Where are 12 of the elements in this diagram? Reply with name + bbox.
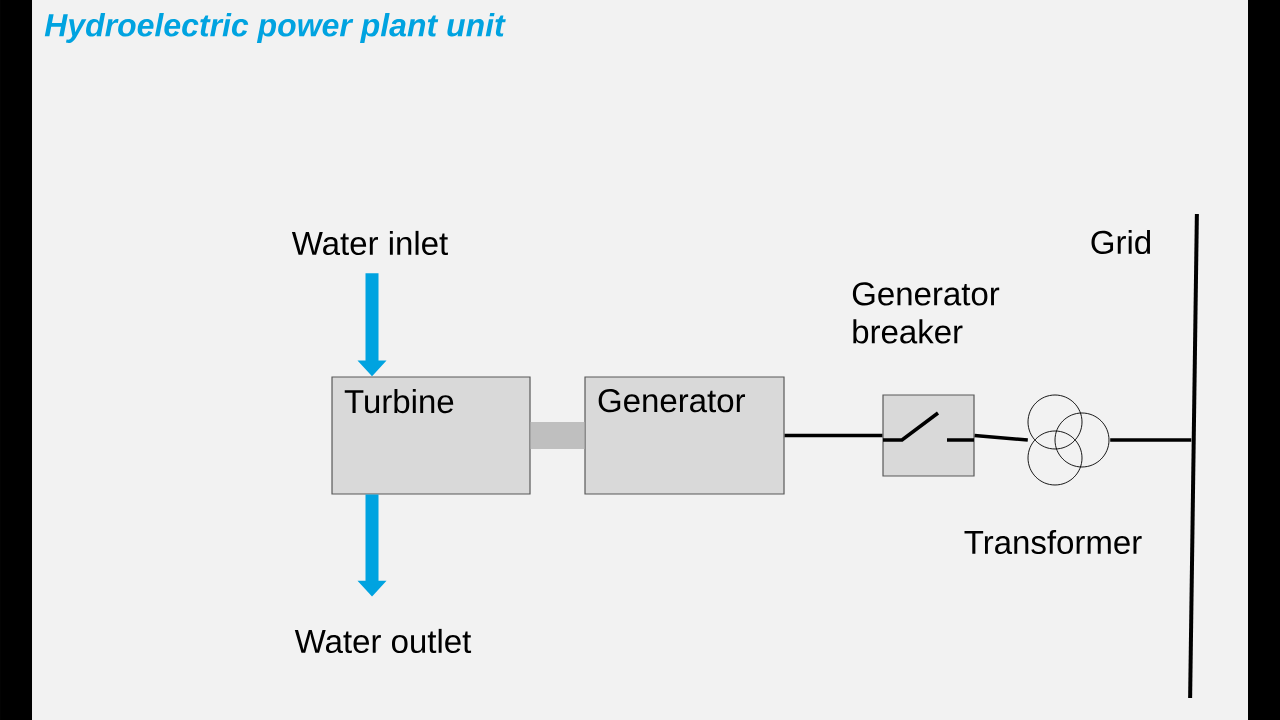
connection-line [1110,438,1192,442]
label: Generator breaker [852,282,1000,344]
label: Transformer [964,529,1142,555]
label: Water inlet [291,230,448,256]
shaft [530,422,585,449]
turbine-box: Turbine [331,376,531,495]
label: Water outlet [294,628,472,654]
title: Hydroelectric power plant unit [44,13,506,43]
connection-line [974,433,1028,442]
connection-line [784,433,883,438]
label: Grid [1091,229,1151,255]
generator-box: Generator [584,376,785,495]
